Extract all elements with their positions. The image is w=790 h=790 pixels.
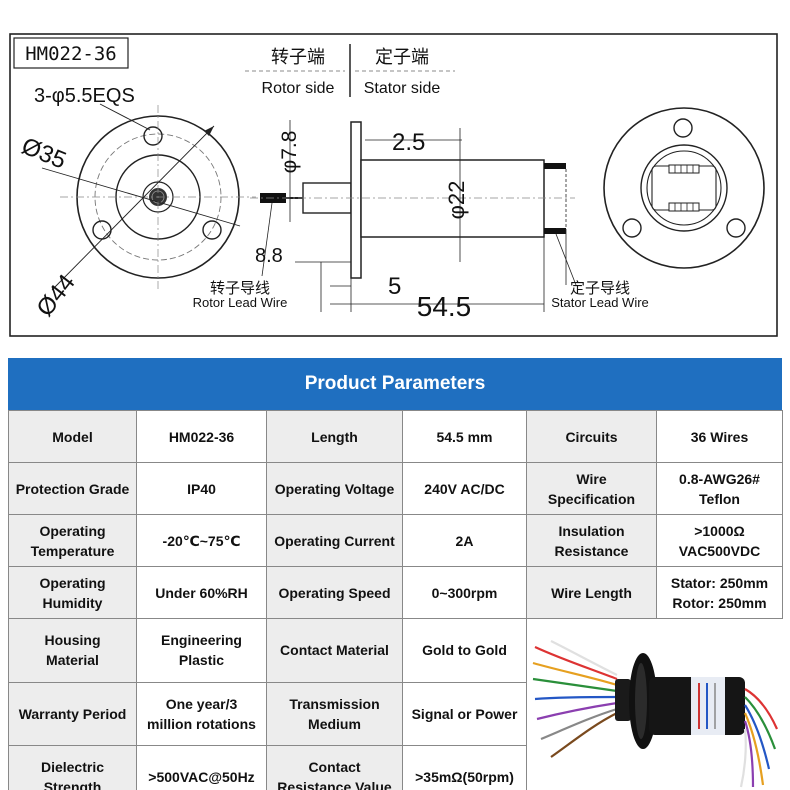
param-label: Protection Grade [8,462,137,515]
table-row: Housing Material Engineering Plastic Con… [8,618,783,790]
param-value: 2A [402,514,527,567]
param-value: HM022-36 [136,410,267,463]
model-label: HM022-36 [25,43,117,65]
param-label: Housing Material [8,618,137,683]
param-value: -20℃~75℃ [136,514,267,567]
rotor-side-cn: 转子端 [271,47,325,67]
param-value: 36 Wires [656,410,783,463]
param-value: Stator: 250mm Rotor: 250mm [656,566,783,619]
param-label: Transmission Medium [266,681,403,746]
param-value: >500VAC@50Hz [136,745,267,790]
param-label: Dielectric Strength [8,745,137,790]
param-value: >1000Ω VAC500VDC [656,514,783,567]
param-value: Engineering Plastic [136,618,267,683]
rotor-end-view [41,103,256,291]
param-value: Signal or Power [402,681,527,746]
param-label: Length [266,410,403,463]
param-label: Operating Current [266,514,403,567]
dim-outer-44: Ø44 [31,269,80,321]
param-label: Circuits [526,410,657,463]
dim-flange-offset: 5 [388,273,401,300]
stator-lead-en: Stator Lead Wire [551,295,649,310]
side-view [250,120,577,312]
param-value: 54.5 mm [402,410,527,463]
param-value: 0~300rpm [402,566,527,619]
rotor-lead-cn: 转子导线 [210,280,270,297]
stator-side-cn: 定子端 [375,47,429,67]
dim-body-diameter: φ22 [444,181,469,220]
rotor-side-en: Rotor side [262,80,335,97]
param-label: Operating Humidity [8,566,137,619]
dim-total-length: 54.5 [417,291,472,322]
table-row: Warranty Period One year/3 million rotat… [8,681,783,746]
param-value: 0.8-AWG26# Teflon [656,462,783,515]
drawing-frame [9,33,778,337]
stator-side-en: Stator side [364,80,441,97]
table-row: Model HM022-36 Length 54.5 mm Circuits 3… [8,410,783,463]
param-value: IP40 [136,462,267,515]
rotor-lead-en: Rotor Lead Wire [193,295,288,310]
product-parameters-table: Model HM022-36 Length 54.5 mm Circuits 3… [8,410,783,790]
param-label: Operating Voltage [266,462,403,515]
table-row: Operating Humidity Under 60%RH Operating… [8,566,783,619]
hole-spec-label: 3-φ5.5EQS [34,85,135,107]
table-row: Dielectric Strength >500VAC@50Hz Contact… [8,745,783,790]
product-photo-cell [526,618,783,790]
param-label: Wire Length [526,566,657,619]
param-label: Insulation Resistance [526,514,657,567]
param-value: Under 60%RH [136,566,267,619]
param-value: 240V AC/DC [402,462,527,515]
technical-drawing: HM022-36 转子端 Rotor side 定子端 Stator side … [9,33,778,337]
model-label-box [13,37,129,69]
param-value: >35mΩ(50rpm) [402,745,527,790]
param-value: One year/3 million rotations [136,681,267,746]
param-label: Warranty Period [8,681,137,746]
table-row: Operating Temperature -20℃~75℃ Operating… [8,514,783,567]
param-label: Contact Resistance Value [266,745,403,790]
param-label: Operating Temperature [8,514,137,567]
product-parameters-header: Product Parameters [8,358,782,410]
param-value: Gold to Gold [402,618,527,683]
stator-lead-cn: 定子导线 [570,280,630,297]
dim-rotor-shaft: φ7.8 [278,131,301,174]
dim-shaft-length: 8.8 [255,245,283,267]
param-label: Contact Material [266,618,403,683]
table-row: Protection Grade IP40 Operating Voltage … [8,462,783,515]
dim-flange-thickness: 2.5 [392,129,425,156]
stator-end-view [603,107,765,269]
param-label: Model [8,410,137,463]
param-label: Operating Speed [266,566,403,619]
product-photo [531,639,779,789]
param-label: Wire Specification [526,462,657,515]
